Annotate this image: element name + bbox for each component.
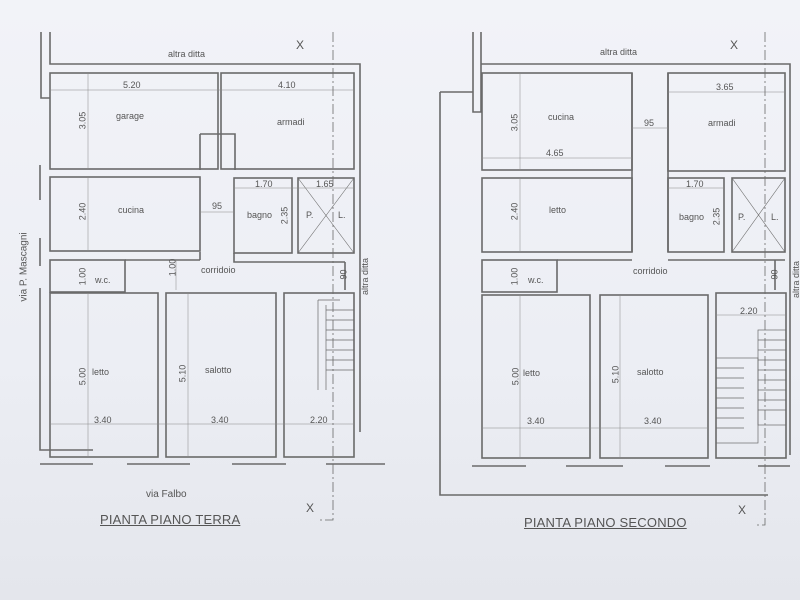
dimension-label: 3.05 [509, 113, 520, 132]
dimension-label: 1.00 [167, 258, 178, 277]
section-marker-bottom: X [306, 501, 315, 515]
dimension-label: 3.65 [716, 82, 734, 92]
room-label-corridoio: corridoio [633, 266, 668, 276]
dimension-label: 5.10 [610, 365, 621, 384]
dimension-label: 1.70 [255, 179, 273, 189]
dimension-label: 5.10 [177, 364, 188, 383]
room-label-garage: garage [116, 111, 145, 121]
shaft-label-p: P. [738, 212, 746, 222]
dimension-label: 2.35 [711, 207, 722, 226]
room-label-letto: letto [92, 367, 110, 377]
dimension-label: 2.40 [77, 202, 88, 221]
room-label-armadi: armadi [277, 117, 305, 127]
dimension-label: 1.00 [77, 267, 88, 286]
dimension-label: 3.40 [644, 416, 662, 426]
dimension-label: 5.00 [77, 367, 88, 386]
dimension-label: 3.40 [211, 415, 229, 425]
neighbor-right-label: altra ditta [360, 257, 371, 296]
room-label-salotto: salotto [637, 367, 664, 377]
neighbor-right-label: altra ditta [791, 260, 800, 299]
street-label-left: via P. Mascagni [18, 232, 30, 302]
room-label-cucina: cucina [118, 205, 145, 215]
dimension-label: 4.10 [278, 80, 296, 90]
dimension-label: 2.20 [310, 415, 328, 425]
dimension-label: 1.70 [686, 179, 704, 189]
section-marker-bottom: X [738, 503, 747, 517]
dimension-label: 5.20 [123, 80, 141, 90]
room-label-letto: letto [549, 205, 567, 215]
dimension-label: 3.05 [77, 111, 88, 130]
neighbor-top-label: altra ditta [168, 49, 206, 59]
dimension-label: 3.40 [94, 415, 112, 425]
dimension-label: 1.65 [316, 179, 334, 189]
neighbor-top-label: altra ditta [600, 47, 638, 57]
dimension-label: 2.35 [279, 206, 290, 225]
shaft-label-l: L. [338, 210, 346, 220]
plan-title-ground-floor: PIANTA PIANO TERRA [100, 512, 241, 527]
room-label-armadi: armadi [708, 118, 736, 128]
room-label-wc: w.c. [528, 275, 544, 285]
dimension-label: 90 [769, 269, 780, 280]
dimension-label: 1.00 [509, 267, 520, 286]
dimension-label: 95 [212, 201, 223, 211]
street-label-bottom: via Falbo [146, 489, 187, 500]
room-label-corridoio: corridoio [201, 265, 236, 275]
shaft-label-l: L. [771, 212, 779, 222]
room-label-wc: w.c. [95, 275, 111, 285]
dimension-label: 4.65 [546, 148, 564, 158]
section-marker-top: X [296, 38, 305, 52]
dimension-label: 2.20 [740, 306, 758, 316]
room-label-letto: letto [523, 368, 541, 378]
room-label-bagno: bagno [679, 212, 705, 222]
room-label-bagno: bagno [247, 210, 273, 220]
dimension-label: 2.40 [509, 202, 520, 221]
dimension-label: 3.40 [527, 416, 545, 426]
dimension-label: 95 [644, 118, 655, 128]
plan-title-second-floor: PIANTA PIANO SECONDO [524, 515, 687, 530]
room-label-salotto: salotto [205, 365, 232, 375]
shaft-label-p: P. [306, 210, 314, 220]
section-marker-top: X [730, 38, 739, 52]
dimension-label: 5.00 [510, 367, 521, 386]
room-label-cucina: cucina [548, 112, 575, 122]
dimension-label: 90 [338, 269, 349, 280]
